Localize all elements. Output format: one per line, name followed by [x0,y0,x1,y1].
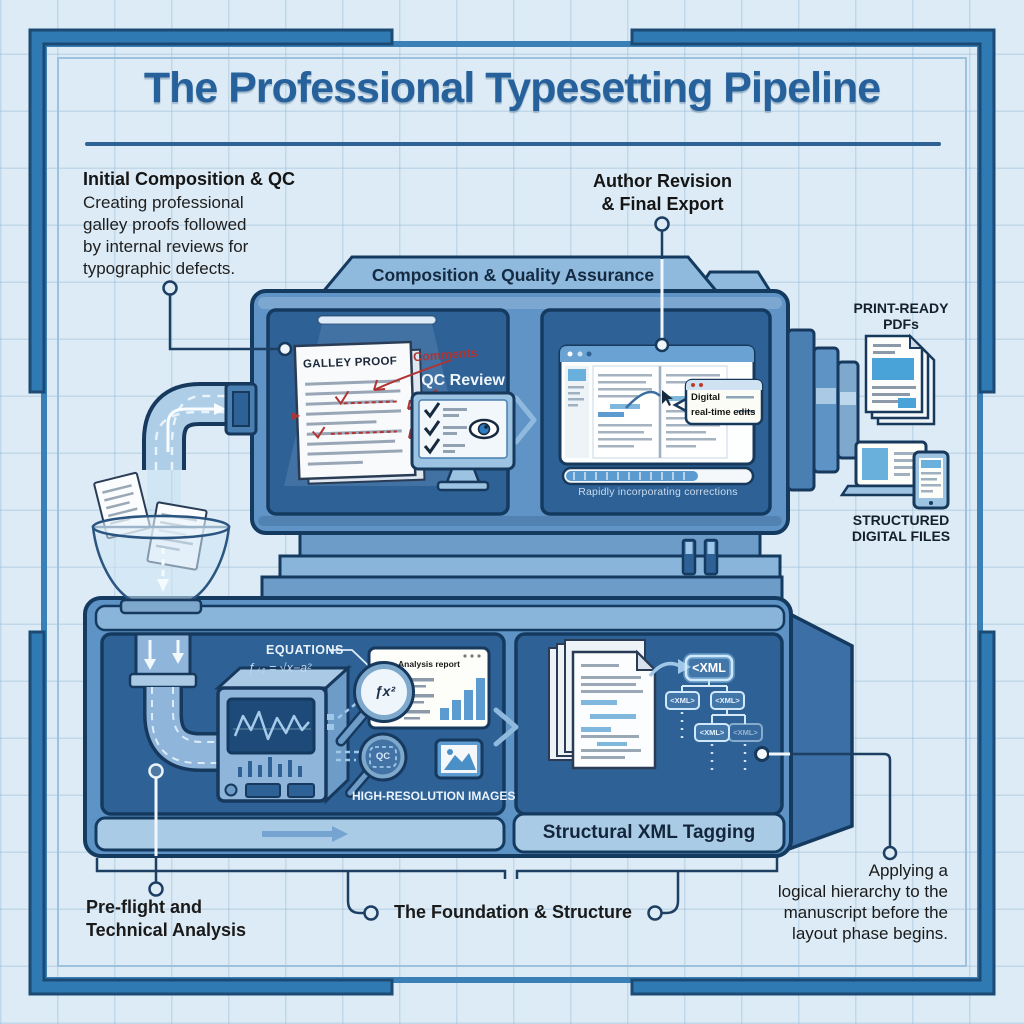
digital-files-label: STRUCTURED DIGITAL FILES [851,512,951,544]
magnifier-icon [335,661,415,747]
initial-composition-body: Creating professional galley proofs foll… [83,193,249,278]
corrections-caption: Rapidly incorporating corrections [578,486,738,498]
galley-proof-document [292,340,426,485]
high-res-label: HIGH-RESOLUTION IMAGES [352,789,516,803]
xml-tagging-label: Structural XML Tagging [542,822,756,843]
foundation-heading: The Foundation & Structure [394,902,632,922]
frame-corner-bottom-left [28,630,394,996]
equations-leader-line [329,649,374,671]
title-underline [85,142,941,146]
composition-band-label: Composition & Quality Assurance [371,265,655,285]
eye-icon [468,418,500,440]
pedestal [260,529,784,604]
initial-composition-heading: Initial Composition & QC [83,169,295,189]
waveform-analyzer-icon [214,664,360,805]
intake-assembly [91,382,250,615]
flow-arrow-icon [332,826,348,842]
panel-divider-chevron [513,395,537,445]
image-icon [434,738,484,780]
page-title: The Professional Typesetting Pipeline [143,64,881,112]
pipe-flow-arrow [166,407,214,452]
xml-child-label: <XML> [733,728,758,737]
pipe-icon [128,632,222,772]
panel-divider-chevron [493,707,519,747]
composition-machine [224,255,860,535]
progress-bar-icon [561,466,755,486]
equations-label: EQUATIONS [266,643,344,657]
xml-child-label: <XML> [699,728,725,737]
xml-child-label: <XML> [715,696,740,705]
author-revision-heading: Author Revision & Final Export [592,171,732,214]
to-xml-arrow [648,661,681,678]
frame-corner-top-right [630,28,996,394]
qc-review-label: QC Review [421,372,505,389]
frame-corner-top-left [28,28,394,394]
xml-child-label: <XML> [670,696,695,705]
leader-lines [95,216,898,921]
pdf-stack-icon [864,333,936,426]
xml-tagging-band [512,812,786,854]
print-ready-label: PRINT-READY PDFs [853,300,949,332]
qc-magnifier-icon [345,732,408,798]
xml-root-label: <XML [692,661,726,675]
analysis-report-title: Analysis report [398,659,460,669]
proof-markup [311,390,397,439]
bar-chart-icon [440,678,485,720]
laptop-tablet-icon [839,440,950,510]
edits-tooltip [672,378,764,426]
qc-monitor-icon [410,391,516,492]
tooltip-text: Digital real-time edits [691,392,756,418]
qc-magnifier-label: QC [375,751,391,762]
foundation-machine [83,596,854,858]
xml-node-icon [665,653,763,774]
equation-formula: ƒ₊₁ = √x−a² [248,661,312,675]
pointer-hand-icon [662,390,673,406]
machine-side-face [784,609,854,853]
manuscript-stack-icon [548,639,658,770]
fx-magnifier-label: ƒx² [374,683,396,699]
funnel-icon [91,514,231,615]
preflight-heading: Pre-flight and Technical Analysis [86,897,247,940]
frame-corner-bottom-right [630,630,996,996]
xml-hierarchy-note: Applying a logical hierarchy to the manu… [777,861,948,943]
machine-output-stack [786,328,860,492]
outer-frame [28,28,996,996]
edit-link-curve [625,390,661,409]
